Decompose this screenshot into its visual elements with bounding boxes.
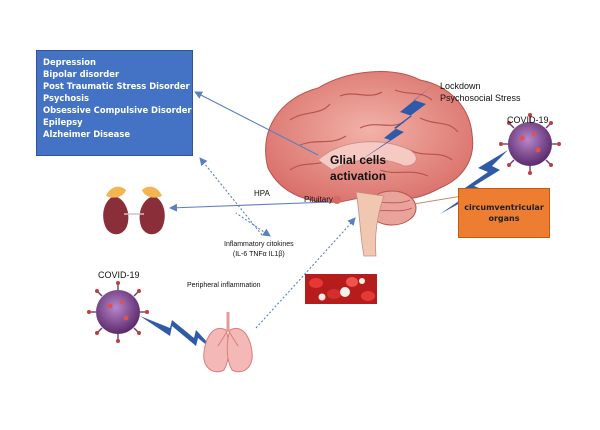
psychiatric-disorders-box: Depression Bipolar disorder Post Traumat… (36, 50, 193, 156)
covid-virus-icon-left (87, 281, 149, 343)
cvo-line2: organs (488, 214, 520, 223)
cytokines-line1: Inflammatory citokines (224, 241, 294, 248)
lungs-illustration (203, 312, 253, 373)
connector-arrows (169, 91, 463, 329)
cytokines-label: Inflammatory citokines (IL-6 TNFα IL1β) (224, 240, 294, 260)
stress-line1: Lockdown (440, 81, 481, 91)
disorder-item: Epilepsy (43, 117, 83, 127)
disorder-item: Psychosis (43, 93, 89, 103)
arrow-brain-to-disorders (194, 91, 319, 156)
hpa-label: HPA (254, 189, 270, 198)
glial-cells-label: Glial cells activation (330, 152, 386, 184)
disorder-item: Post Traumatic Stress Disorder (43, 81, 190, 91)
pituitary-label: Pituitary (304, 195, 333, 204)
arrow-cytokines-brain (235, 212, 271, 237)
disorder-item: Alzheimer Disease (43, 129, 130, 139)
covid-virus-icon-right (499, 113, 561, 175)
covid-label-right: COVID-19 (507, 115, 549, 125)
lightning-icon-covid-left (140, 316, 220, 356)
lightning-icon-stress (358, 86, 432, 162)
blood-cells-image (305, 274, 377, 304)
line-cvo-link (413, 195, 463, 205)
lightning-icon-covid-right (440, 150, 508, 214)
disorder-item: Depression (43, 57, 96, 67)
glial-line2: activation (330, 169, 387, 183)
disorder-item: Bipolar disorder (43, 69, 120, 79)
disorder-item: Obsessive Compulsive Disorder (43, 105, 192, 115)
cvo-line1: circumventricular (464, 203, 544, 212)
stress-label: Lockdown Psychosocial Stress (440, 80, 521, 104)
peripheral-inflammation-label: Peripheral inflammation (187, 282, 261, 289)
lightning-bolts (140, 86, 508, 356)
adrenal-kidneys-illustration (103, 186, 165, 235)
cytokines-line2: (IL-6 TNFα IL1β) (232, 251, 285, 258)
arrow-cytokines-to-disorders (199, 157, 263, 236)
arrow-hpa-adrenals (169, 201, 331, 212)
arrow-lungs-to-brain-tip (347, 217, 356, 226)
circumventricular-organs-box: circumventricular organs (458, 188, 550, 238)
stress-line2: Psychosocial Stress (440, 93, 521, 103)
glial-line1: Glial cells (330, 153, 387, 167)
covid-label-left: COVID-19 (98, 270, 140, 280)
